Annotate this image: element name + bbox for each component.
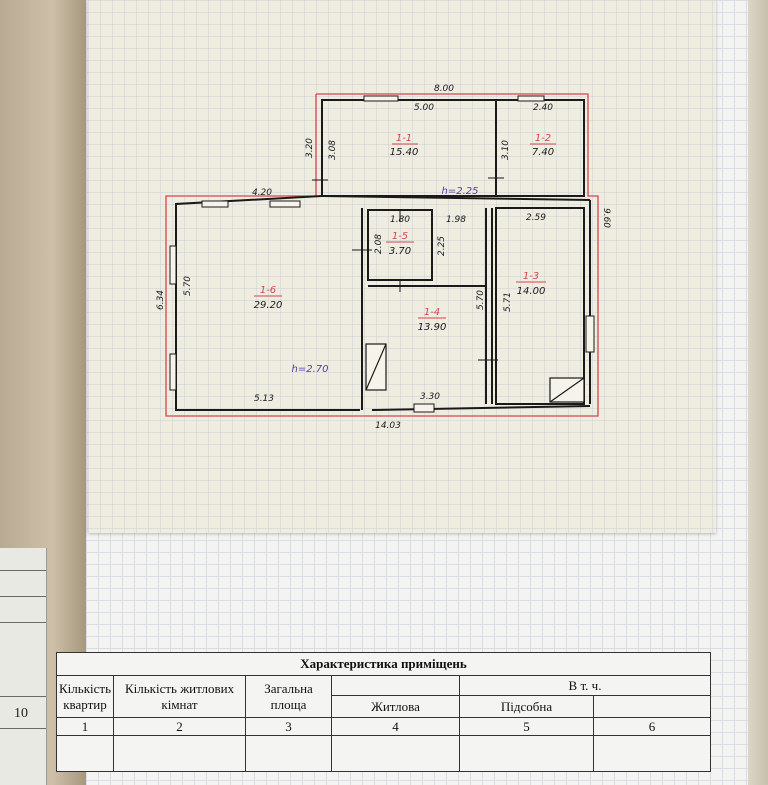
room-id: 1-4: [424, 307, 440, 318]
table-cell: [113, 735, 247, 772]
dim-front-left-width: 4.20: [252, 188, 272, 198]
room-id: 1-6: [260, 285, 276, 296]
header-living: Житлова: [331, 695, 461, 718]
column-number: 2: [113, 717, 247, 736]
dim-room3-height: 5.71: [503, 292, 513, 312]
room-area: 29.20: [254, 300, 283, 311]
dim-room6-inner-height: 5.70: [183, 276, 193, 296]
table-cell: [245, 735, 333, 772]
table-cell: [593, 735, 712, 772]
dim-room5-height: 2.08: [374, 234, 384, 254]
dim-total-depth: 9.60: [601, 208, 611, 228]
header-of-which: В т. ч.: [459, 675, 712, 696]
rooms-characteristics-table: Характеристика приміщень Кількість кварт…: [55, 652, 712, 772]
header-apartments: Кількість квартир: [55, 675, 115, 718]
dim-corridor-width: 1.98: [446, 215, 466, 225]
header-auxiliary: Підсобна: [459, 695, 595, 718]
tracing-paper: [88, 0, 716, 533]
room-labels: 1-1 15.40 1-2 7.40 1-3 14.00 1-4 13.90 1…: [254, 133, 554, 333]
room-id: 1-3: [523, 271, 539, 282]
room-id: 1-2: [535, 133, 551, 144]
plan-stoves: [365, 343, 585, 403]
dim-room3-width: 2.59: [526, 213, 546, 223]
height-note-top: h=2.25: [442, 186, 479, 197]
column-number: 3: [245, 717, 333, 736]
dim-room4-bottom: 3.30: [420, 392, 440, 402]
dim-room4-height: 5.70: [476, 290, 486, 310]
dim-corridor-height: 2.25: [437, 236, 447, 256]
column-number: 6: [593, 717, 712, 736]
left-page-edge: [0, 548, 47, 785]
left-row-line: [0, 570, 46, 571]
header-blank: [593, 695, 712, 718]
header-living-rooms: Кількість житлових кімнат: [113, 675, 247, 718]
left-row-line: [0, 596, 46, 597]
dim-room1-inner-height: 3.08: [328, 140, 338, 160]
dim-room1-left-height: 3.20: [305, 138, 315, 158]
dim-bottom-total: 14.03: [375, 421, 401, 431]
room-id: 1-1: [396, 133, 412, 144]
room-area: 14.00: [517, 286, 546, 297]
dim-room2-inner-height: 3.10: [501, 140, 511, 160]
left-page-number: 10: [14, 706, 28, 721]
dim-room1-width: 5.00: [414, 103, 434, 113]
plan-label-lines: [254, 143, 556, 319]
height-notes: h=2.25 h=2.70: [292, 186, 479, 375]
plan-walls: [175, 99, 591, 411]
room-area: 13.90: [418, 322, 447, 333]
dim-room6-outer-height: 6.34: [156, 290, 166, 310]
room-id: 1-5: [392, 231, 408, 242]
left-row-line: [0, 728, 46, 729]
left-row-line: [0, 696, 46, 697]
dim-room2-width: 2.40: [533, 103, 553, 113]
header-empty: [331, 675, 461, 696]
room-area: 15.40: [390, 147, 419, 158]
plan-windows: [169, 95, 595, 413]
column-number: 5: [459, 717, 595, 736]
column-number: 1: [55, 717, 115, 736]
room-area: 7.40: [532, 147, 554, 158]
table-cell: [331, 735, 461, 772]
left-row-line: [0, 622, 46, 623]
header-total-area: Загальна площа: [245, 675, 333, 718]
table-title: Характеристика приміщень: [55, 652, 712, 676]
dim-total-width: 8.00: [434, 84, 454, 94]
height-note-room6: h=2.70: [292, 364, 329, 375]
column-number: 4: [331, 717, 461, 736]
plan-door-marks: [312, 177, 504, 361]
room-area: 3.70: [389, 246, 411, 257]
dim-room5-width: 1.80: [390, 215, 410, 225]
table-cell: [55, 735, 115, 772]
table-cell: [459, 735, 595, 772]
dimension-labels: 8.00 5.00 2.40 4.20 1.98 1.80 2.59 5.13 …: [156, 84, 611, 431]
plan-outline: [165, 93, 599, 417]
dim-room6-bottom: 5.13: [254, 394, 274, 404]
